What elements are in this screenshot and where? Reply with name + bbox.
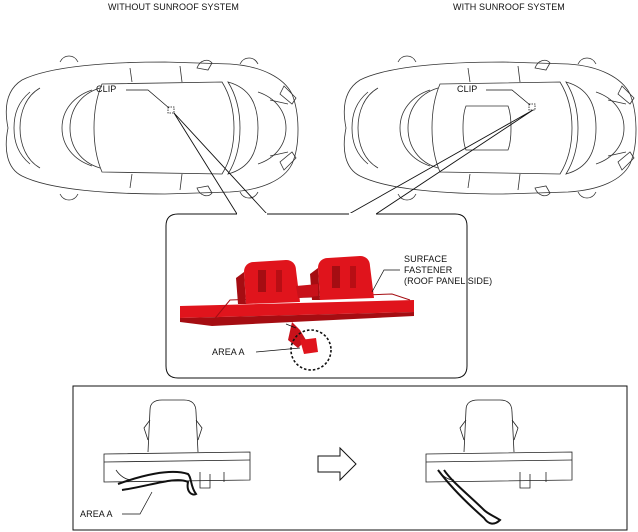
sunroof-panel <box>462 105 512 151</box>
area-a-bottom-leader <box>122 491 153 515</box>
car-with-sunroof <box>343 55 637 201</box>
surface-fastener-clip <box>180 256 414 354</box>
clip-leader-left <box>126 89 170 109</box>
clip-before <box>103 399 251 489</box>
clip-before-arm <box>117 470 198 496</box>
surface-fastener-label-line2: FASTENER <box>404 265 453 275</box>
car-without-sunroof <box>5 55 299 201</box>
transition-arrow-icon <box>317 446 357 482</box>
clip-label-left: CLIP <box>96 84 117 94</box>
surface-fastener-leader <box>371 269 400 293</box>
zoom-line-left <box>173 112 268 215</box>
area-a-highlight <box>290 329 332 371</box>
area-a-bottom-label: AREA A <box>80 509 113 519</box>
clip-marker-right <box>528 103 536 111</box>
area-a-detail-leader <box>255 347 301 353</box>
heading-with-sunroof: WITH SUNROOF SYSTEM <box>453 2 565 12</box>
clip-label-right: CLIP <box>457 84 478 94</box>
surface-fastener-label-line1: SURFACE <box>404 254 448 264</box>
clip-marker-left <box>167 106 175 114</box>
clip-leader-right <box>486 89 531 106</box>
clip-after <box>425 399 573 489</box>
clip-after-arm <box>437 469 502 525</box>
heading-without-sunroof: WITHOUT SUNROOF SYSTEM <box>108 2 240 12</box>
zoom-line-right <box>348 109 534 215</box>
surface-fastener-label-line3: (ROOF PANEL SIDE) <box>404 276 493 286</box>
area-a-detail-label: AREA A <box>212 347 245 357</box>
